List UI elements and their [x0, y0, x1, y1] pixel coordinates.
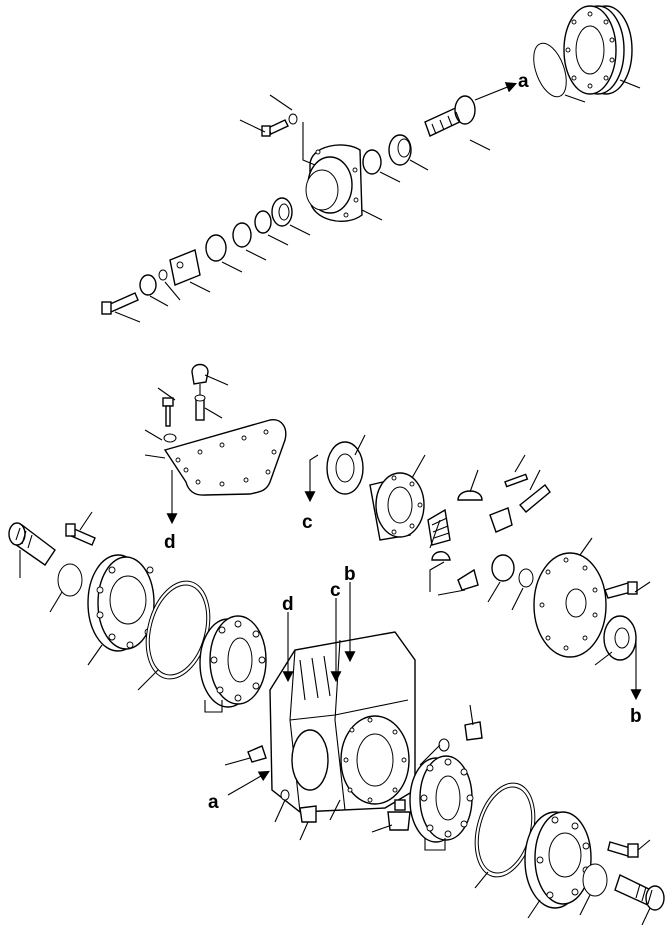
- cover-washer: [163, 433, 177, 443]
- hub-carrier-left: [87, 554, 155, 652]
- leader-lines-top: [114, 79, 641, 323]
- callout-a-top: a: [518, 71, 529, 92]
- bearing-cage: [305, 144, 363, 223]
- seal-ring-1: [254, 210, 272, 234]
- cover-bolt: [162, 397, 174, 427]
- shim-pack-left: [199, 615, 267, 708]
- callout-d-left: d: [164, 532, 176, 553]
- ring-gear: [533, 552, 607, 658]
- coupling-yoke: [169, 249, 201, 286]
- thrust-washer-left: [431, 551, 451, 561]
- thrust-washer-mid: [491, 554, 515, 582]
- cover-assembly: [144, 363, 287, 525]
- leader-lines-housing: [19, 511, 651, 926]
- shim-pack-right: [409, 755, 474, 843]
- pinion-assembly: [101, 5, 641, 323]
- callout-labels: a c d b c d b a: [164, 71, 642, 813]
- plug-fitting: [194, 394, 206, 421]
- small-washer-a: [280, 789, 290, 801]
- callout-c-left: c: [302, 512, 313, 533]
- o-ring-right: [582, 863, 608, 897]
- cross-pin-small: [504, 473, 529, 488]
- side-gear-left: [427, 508, 451, 546]
- bolt-top-left: [101, 292, 139, 315]
- callout-b-right: b: [630, 706, 642, 727]
- drain-plug-left: [247, 745, 267, 763]
- differential-assembly: [304, 434, 651, 701]
- bolt-cage: [261, 113, 298, 137]
- callout-d-top: d: [282, 594, 294, 615]
- thrust-ring: [518, 568, 534, 588]
- spider-gear: [489, 507, 513, 533]
- washer-right-housing: [438, 738, 450, 752]
- o-ring-left: [57, 563, 83, 597]
- washer-plate: [139, 274, 157, 296]
- cover-plate: [163, 419, 287, 496]
- leader-lines-cover: [144, 374, 229, 459]
- callout-a-bottom: a: [208, 792, 219, 813]
- differential-case: [369, 472, 425, 541]
- diff-bearing-right: [603, 615, 637, 661]
- side-gear-lower: [457, 568, 479, 591]
- bolt-right-housing: [607, 841, 639, 858]
- bleeder-screw: [299, 805, 317, 823]
- axle-shaft-right: [614, 874, 665, 911]
- spider-cap: [457, 490, 483, 501]
- axle-shaft-left: [8, 522, 56, 566]
- seal-ring-2: [232, 222, 252, 248]
- o-ring-top: [533, 42, 567, 98]
- shim-plates-top: [563, 5, 633, 95]
- leader-lines-diff: [354, 434, 651, 666]
- pinion-shaft: [424, 95, 476, 137]
- cross-shaft: [518, 483, 551, 513]
- callout-b-top: b: [344, 564, 356, 585]
- bearing-top-right: [388, 134, 412, 166]
- diff-bearing-left: [326, 441, 364, 495]
- washer-small: [158, 269, 168, 281]
- bolt-left-housing: [65, 523, 96, 546]
- differential-housing: [269, 631, 416, 813]
- seal-ring-3: [205, 234, 227, 262]
- callout-c-top: c: [330, 580, 341, 601]
- hub-carrier-right: [524, 811, 592, 909]
- ring-gear-bolt: [604, 581, 638, 599]
- oil-level-plug: [387, 799, 411, 831]
- spacer-top: [362, 149, 382, 175]
- plug-right-top: [464, 721, 483, 741]
- axle-housing-assembly: [8, 511, 665, 926]
- breather-fitting: [191, 363, 209, 395]
